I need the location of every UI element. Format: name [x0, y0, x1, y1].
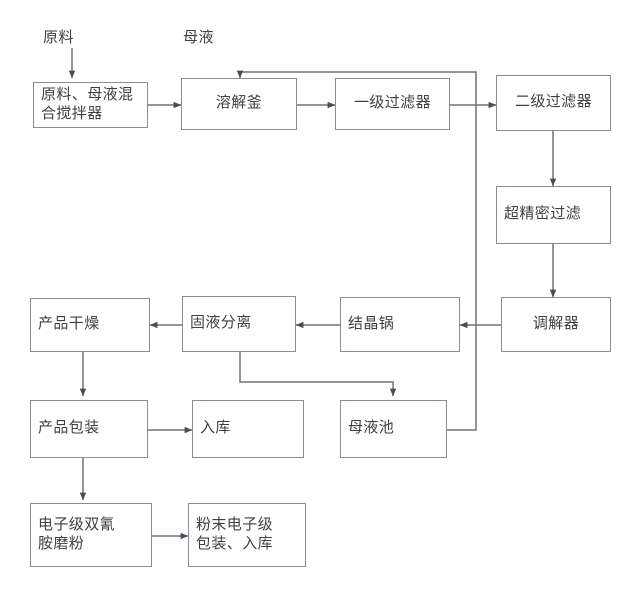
node-mixer[interactable]: 原料、母液混 合搅拌器: [33, 82, 148, 128]
node-filter-ultra[interactable]: 超精密过滤: [496, 186, 611, 244]
node-warehouse-label: 入库: [200, 420, 231, 437]
node-crystallizer[interactable]: 结晶锅: [340, 297, 460, 352]
node-liquor-pool-label: 母液池: [348, 420, 395, 437]
node-regulator[interactable]: 调解器: [501, 297, 611, 352]
node-separator-label: 固液分离: [190, 315, 252, 332]
node-crystallizer-label: 结晶锅: [348, 315, 395, 332]
node-mixer-label: 原料、母液混 合搅拌器: [41, 86, 134, 122]
node-grinder[interactable]: 电子级双氰 胺磨粉: [30, 503, 152, 567]
node-filter-secondary[interactable]: 二级过滤器: [496, 75, 611, 131]
node-dryer[interactable]: 产品干燥: [30, 298, 150, 352]
node-filter-secondary-label: 二级过滤器: [514, 94, 592, 111]
node-filter-primary-label: 一级过滤器: [353, 95, 431, 112]
edge-separator-to-liquorpool: [239, 352, 397, 397]
node-regulator-label: 调解器: [532, 315, 580, 332]
mother-liquor-label: 母液: [183, 30, 215, 46]
node-separator[interactable]: 固液分离: [182, 296, 296, 352]
node-filter-ultra-label: 超精密过滤: [504, 206, 582, 223]
node-liquor-pool[interactable]: 母液池: [340, 400, 447, 458]
node-dissolver-label: 溶解釜: [215, 95, 263, 112]
node-warehouse[interactable]: 入库: [192, 400, 304, 458]
node-packaging-label: 产品包装: [38, 420, 100, 437]
node-powder-pack[interactable]: 粉末电子级 包装、入库: [188, 503, 306, 567]
node-powder-pack-label: 粉末电子级 包装、入库: [196, 516, 274, 552]
node-filter-primary[interactable]: 一级过滤器: [335, 78, 450, 130]
raw-material-label: 原料: [43, 30, 75, 46]
node-dryer-label: 产品干燥: [38, 316, 100, 333]
node-packaging[interactable]: 产品包装: [30, 400, 148, 458]
node-dissolver[interactable]: 溶解釜: [181, 78, 297, 130]
node-grinder-label: 电子级双氰 胺磨粉: [38, 516, 116, 552]
